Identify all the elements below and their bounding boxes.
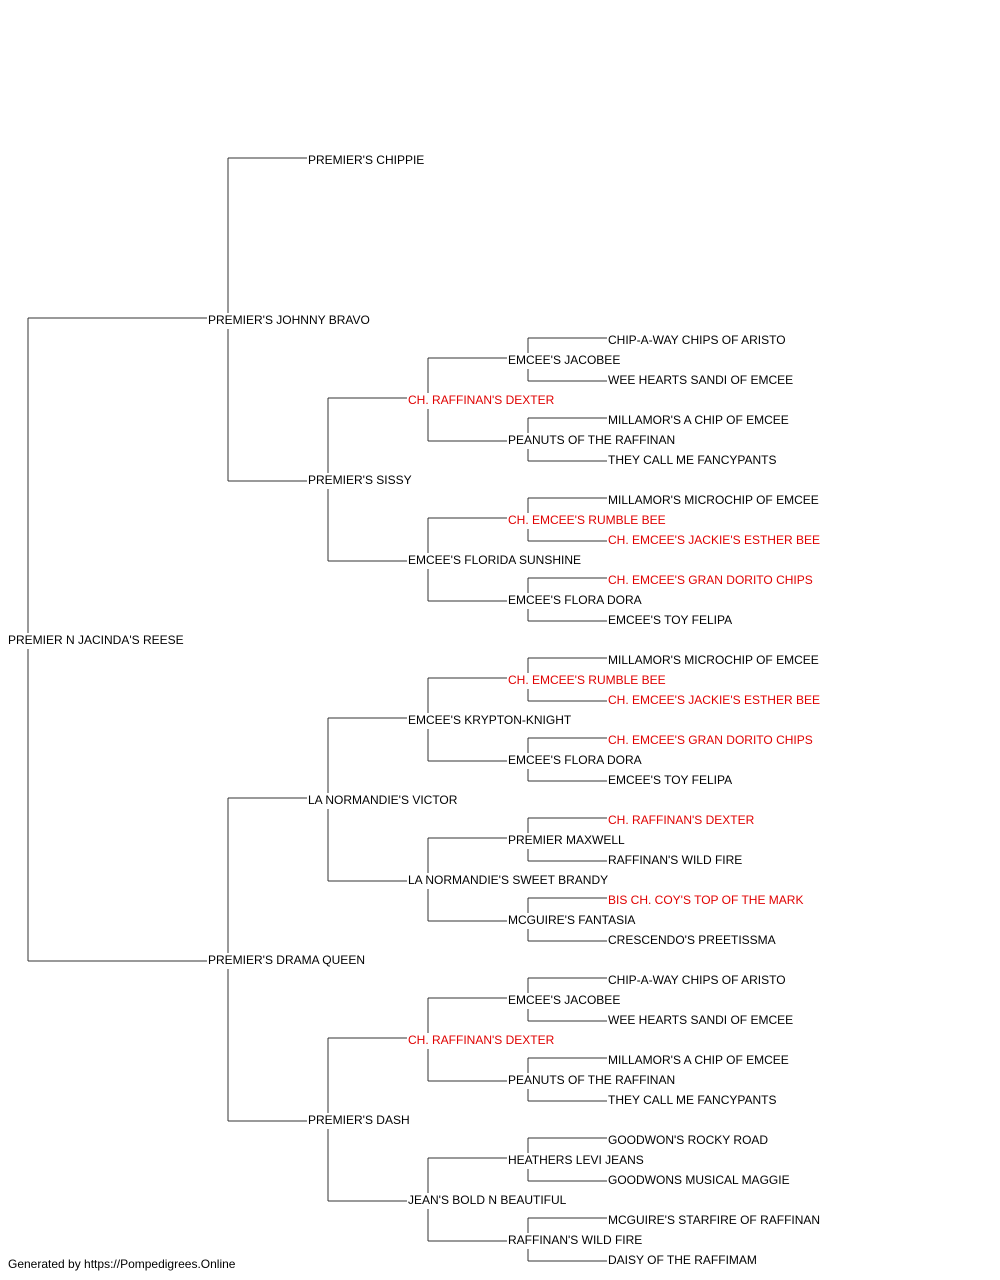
dog-name-gen5-sire: MILLAMOR'S MICROCHIP OF EMCEE xyxy=(608,493,819,507)
dog-name-gen5-sire: GOODWON'S ROCKY ROAD xyxy=(608,1133,768,1147)
dog-name-gen5-sire: BIS CH. COY'S TOP OF THE MARK xyxy=(608,893,803,907)
dog-name-gen5-sire: MILLAMOR'S MICROCHIP OF EMCEE xyxy=(608,653,819,667)
dog-name-gen5-sire: MILLAMOR'S A CHIP OF EMCEE xyxy=(608,413,789,427)
dog-name-gen5-dam: THEY CALL ME FANCYPANTS xyxy=(608,453,777,467)
dog-name-gen5-sire: MCGUIRE'S STARFIRE OF RAFFINAN xyxy=(608,1213,820,1227)
dog-name-gen4-sire: CH. EMCEE'S RUMBLE BEE xyxy=(508,673,666,687)
dog-name-gen5-dam: CH. EMCEE'S JACKIE'S ESTHER BEE xyxy=(608,693,820,707)
dog-name-gen5-sire: CH. RAFFINAN'S DEXTER xyxy=(608,813,755,827)
dog-name-gen4-dam: RAFFINAN'S WILD FIRE xyxy=(508,1233,642,1247)
dog-name-gen4-sire: CH. EMCEE'S RUMBLE BEE xyxy=(508,513,666,527)
dog-name-gen4-sire: EMCEE'S JACOBEE xyxy=(508,353,620,367)
dog-name-gen5-dam: EMCEE'S TOY FELIPA xyxy=(608,613,732,627)
dog-name-gen5-dam: CH. EMCEE'S JACKIE'S ESTHER BEE xyxy=(608,533,820,547)
dog-name-gen5-dam: CRESCENDO'S PREETISSMA xyxy=(608,933,776,947)
dog-name-gen4-dam: PEANUTS OF THE RAFFINAN xyxy=(508,1073,675,1087)
dog-name-gen4-sire: HEATHERS LEVI JEANS xyxy=(508,1153,644,1167)
dog-name-gen5-sire: CHIP-A-WAY CHIPS OF ARISTO xyxy=(608,973,786,987)
dog-name-gen5-dam: DAISY OF THE RAFFIMAM xyxy=(608,1253,757,1267)
dog-name-gen2-dam: PREMIER'S DASH xyxy=(308,1113,410,1127)
dog-name-gen3-dam: EMCEE'S FLORIDA SUNSHINE xyxy=(408,553,581,567)
dog-name-gen3-sire: EMCEE'S KRYPTON-KNIGHT xyxy=(408,713,572,727)
dog-name-gen5-dam: WEE HEARTS SANDI OF EMCEE xyxy=(608,373,793,387)
generated-by-footer: Generated by https://Pompedigrees.Online xyxy=(8,1257,236,1271)
dog-name-gen4-dam: EMCEE'S FLORA DORA xyxy=(508,753,642,767)
dog-name-gen5-dam: GOODWONS MUSICAL MAGGIE xyxy=(608,1173,790,1187)
dog-name-gen5-dam: RAFFINAN'S WILD FIRE xyxy=(608,853,742,867)
dog-name-gen1-dam: PREMIER'S DRAMA QUEEN xyxy=(208,953,365,967)
dog-name-gen4-sire: PREMIER MAXWELL xyxy=(508,833,625,847)
dog-name-gen4-dam: EMCEE'S FLORA DORA xyxy=(508,593,642,607)
dog-name-gen2-sire: LA NORMANDIE'S VICTOR xyxy=(308,793,458,807)
dog-name-gen3-dam: LA NORMANDIE'S SWEET BRANDY xyxy=(408,873,608,887)
dog-name-gen5-dam: THEY CALL ME FANCYPANTS xyxy=(608,1093,777,1107)
dog-name-gen4-sire: EMCEE'S JACOBEE xyxy=(508,993,620,1007)
dog-name-gen3-sire: CH. RAFFINAN'S DEXTER xyxy=(408,393,555,407)
dog-name-gen5-sire: CH. EMCEE'S GRAN DORITO CHIPS xyxy=(608,573,813,587)
dog-name-gen5-sire: MILLAMOR'S A CHIP OF EMCEE xyxy=(608,1053,789,1067)
dog-name-gen5-dam: EMCEE'S TOY FELIPA xyxy=(608,773,732,787)
dog-name-gen4-dam: MCGUIRE'S FANTASIA xyxy=(508,913,635,927)
dog-name-gen3-sire: CH. RAFFINAN'S DEXTER xyxy=(408,1033,555,1047)
dog-name-gen5-sire: CHIP-A-WAY CHIPS OF ARISTO xyxy=(608,333,786,347)
dog-name-gen1-sire: PREMIER'S JOHNNY BRAVO xyxy=(208,313,370,327)
dog-name-gen5-sire: CH. EMCEE'S GRAN DORITO CHIPS xyxy=(608,733,813,747)
dog-name-gen5-dam: WEE HEARTS SANDI OF EMCEE xyxy=(608,1013,793,1027)
dog-name-gen4-dam: PEANUTS OF THE RAFFINAN xyxy=(508,433,675,447)
dog-name-gen3-dam: JEAN'S BOLD N BEAUTIFUL xyxy=(408,1193,567,1207)
dog-name-gen0-subject: PREMIER N JACINDA'S REESE xyxy=(8,633,184,647)
dog-name-gen2-sire: PREMIER'S CHIPPIE xyxy=(308,153,424,167)
dog-name-gen2-dam: PREMIER'S SISSY xyxy=(308,473,412,487)
